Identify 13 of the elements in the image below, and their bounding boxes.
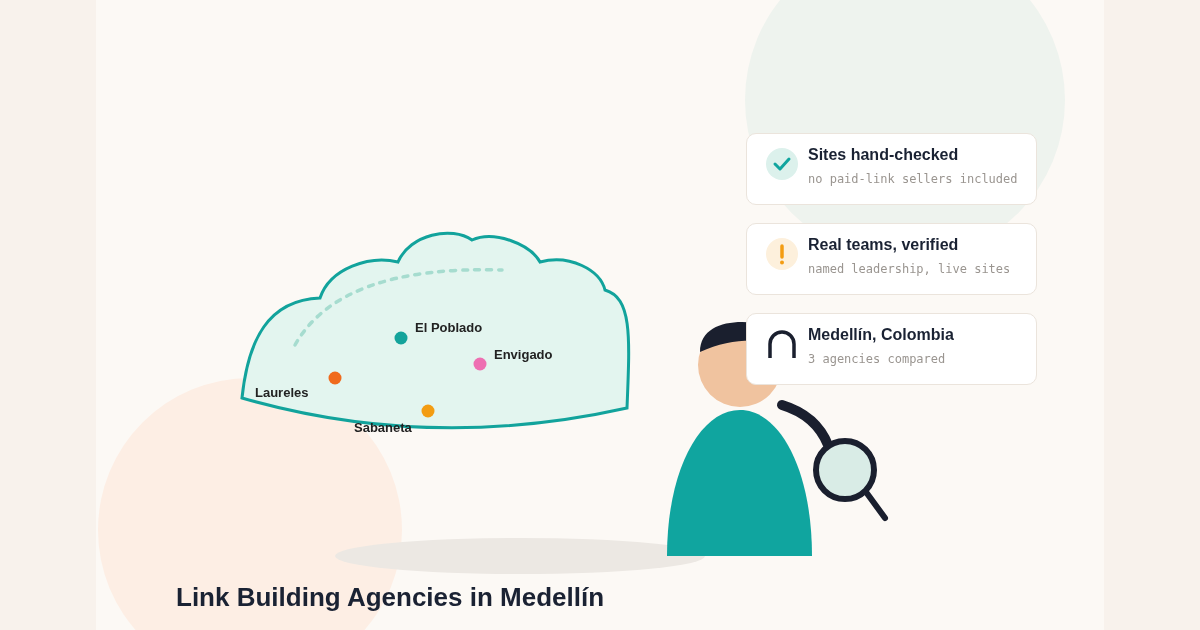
place-label: Laureles: [255, 385, 309, 400]
info-card: [746, 223, 1037, 295]
card-heading: Medellín, Colombia: [808, 326, 954, 344]
card-subtext: 3 agencies compared: [808, 352, 946, 366]
info-card: [746, 133, 1037, 205]
card-subtext: no paid-link sellers included: [808, 172, 1018, 186]
card-heading: Real teams, verified: [808, 236, 959, 254]
place-label: El Poblado: [415, 320, 483, 335]
info-card: [746, 313, 1037, 385]
card-heading: Sites hand-checked: [808, 146, 959, 164]
card-subtext: named leadership, live sites: [808, 262, 1011, 276]
title: Link Building Agencies in Medellín: [176, 582, 605, 613]
place-label: Envigado: [494, 347, 553, 362]
